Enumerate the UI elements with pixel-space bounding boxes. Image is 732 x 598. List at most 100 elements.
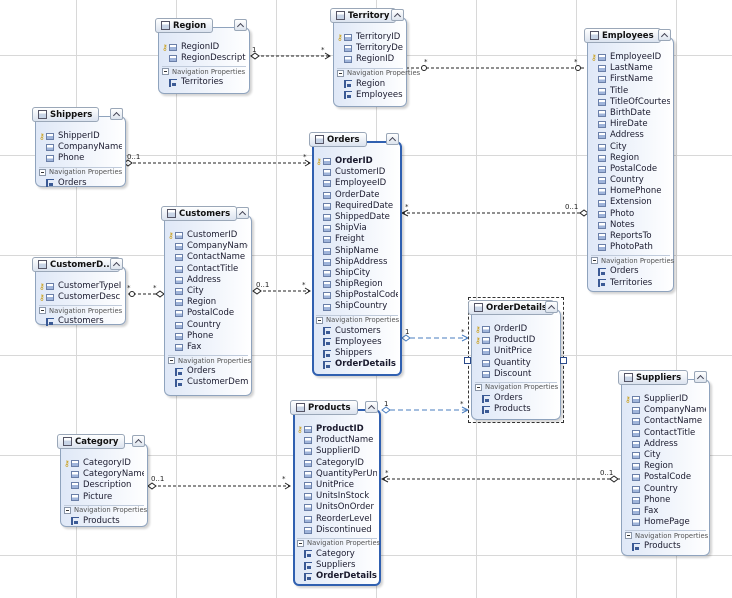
assoc-territory-employees[interactable]: * * <box>406 58 585 71</box>
collapse-minus-icon[interactable] <box>297 539 304 547</box>
property-orderid[interactable]: ⚷OrderID <box>475 324 557 335</box>
nav-property-category[interactable]: Category <box>297 549 377 560</box>
property-shippeddate[interactable]: ShippedDate <box>316 212 398 223</box>
collapse-chevron-icon[interactable] <box>658 29 671 41</box>
collapse-minus-icon[interactable] <box>337 69 344 77</box>
property-extension[interactable]: Extension <box>591 197 670 208</box>
property-quantityperunit[interactable]: QuantityPerUnit <box>297 469 377 480</box>
collapse-chevron-icon[interactable] <box>545 301 558 313</box>
property-region[interactable]: Region <box>625 461 706 472</box>
entity-header[interactable]: Products <box>290 400 358 415</box>
property-city[interactable]: City <box>591 142 670 153</box>
property-postalcode[interactable]: PostalCode <box>591 164 670 175</box>
collapse-minus-icon[interactable] <box>64 506 71 514</box>
property-companyname[interactable]: CompanyName <box>625 405 706 416</box>
nav-property-shippers[interactable]: Shippers <box>316 348 398 359</box>
property-photo[interactable]: Photo <box>591 209 670 220</box>
collapse-minus-icon[interactable] <box>625 532 632 540</box>
property-companyname[interactable]: CompanyName <box>168 241 248 252</box>
property-fax[interactable]: Fax <box>625 506 706 517</box>
property-postalcode[interactable]: PostalCode <box>168 308 248 319</box>
property-regiondescript[interactable]: RegionDescript... <box>162 53 246 64</box>
property-address[interactable]: Address <box>168 275 248 286</box>
collapse-chevron-icon[interactable] <box>236 207 249 219</box>
property-customerdesc[interactable]: ⚷CustomerDesc <box>39 292 122 303</box>
property-contactname[interactable]: ContactName <box>168 252 248 263</box>
property-orderdate[interactable]: OrderDate <box>316 190 398 201</box>
nav-property-orders[interactable]: Orders <box>168 366 248 377</box>
assoc-suppliers-products[interactable]: * 0..1 <box>380 469 620 483</box>
nav-property-employees[interactable]: Employees <box>316 337 398 348</box>
property-contacttitle[interactable]: ContactTitle <box>625 428 706 439</box>
navigation-properties-header[interactable]: Navigation Properties <box>591 255 674 265</box>
property-supplierid[interactable]: ⚷SupplierID <box>625 394 706 405</box>
property-region[interactable]: Region <box>591 153 670 164</box>
nav-property-territories[interactable]: Territories <box>162 77 246 88</box>
entity-header[interactable]: Category <box>57 434 126 449</box>
property-productname[interactable]: ProductName <box>297 435 377 446</box>
resize-handle-right[interactable] <box>560 357 567 364</box>
collapse-chevron-icon[interactable] <box>234 19 247 31</box>
property-orderid[interactable]: ⚷OrderID <box>316 156 398 167</box>
collapse-chevron-icon[interactable] <box>386 133 399 145</box>
property-regionid[interactable]: RegionID <box>337 54 403 65</box>
property-hiredate[interactable]: HireDate <box>591 119 670 130</box>
property-categoryname[interactable]: CategoryName <box>64 469 144 480</box>
property-contacttitle[interactable]: ContactTitle <box>168 264 248 275</box>
navigation-properties-header[interactable]: Navigation Properties <box>64 504 147 515</box>
property-discontinued[interactable]: Discontinued <box>297 525 377 536</box>
collapse-chevron-icon[interactable] <box>110 258 123 270</box>
property-discount[interactable]: Discount <box>475 369 557 380</box>
property-title[interactable]: Title <box>591 86 670 97</box>
property-territorydescri[interactable]: TerritoryDescri... <box>337 43 403 54</box>
navigation-properties-header[interactable]: Navigation Properties <box>475 381 558 392</box>
nav-property-products[interactable]: Products <box>625 541 706 552</box>
assoc-customerdemo-customers[interactable]: * * <box>127 284 165 298</box>
property-notes[interactable]: Notes <box>591 220 670 231</box>
property-postalcode[interactable]: PostalCode <box>625 472 706 483</box>
nav-property-territories[interactable]: Territories <box>591 278 670 289</box>
property-unitprice[interactable]: UnitPrice <box>297 480 377 491</box>
entity-region[interactable]: Region⚷RegionIDRegionDescript...Navigati… <box>155 18 250 94</box>
property-city[interactable]: City <box>625 450 706 461</box>
resize-handle-left[interactable] <box>464 357 471 364</box>
property-shipname[interactable]: ShipName <box>316 246 398 257</box>
property-unitprice[interactable]: UnitPrice <box>475 346 557 357</box>
entity-header[interactable]: Customers <box>161 206 238 221</box>
nav-property-orders[interactable]: Orders <box>591 266 670 277</box>
property-customertypeid[interactable]: ⚷CustomerTypeID <box>39 281 122 292</box>
property-quantity[interactable]: Quantity <box>475 358 557 369</box>
navigation-properties-header[interactable]: Navigation Properties <box>162 66 246 76</box>
navigation-properties-header[interactable]: Navigation Properties <box>337 67 420 78</box>
navigation-properties-header[interactable]: Navigation Properties <box>297 537 380 548</box>
nav-property-orders[interactable]: Orders <box>475 393 557 404</box>
entity-header[interactable]: CustomerD... <box>32 257 120 272</box>
property-freight[interactable]: Freight <box>316 234 398 245</box>
property-address[interactable]: Address <box>591 130 670 141</box>
assoc-category-products[interactable]: 0..1 * <box>147 475 291 490</box>
property-shipregion[interactable]: ShipRegion <box>316 279 398 290</box>
property-birthdate[interactable]: BirthDate <box>591 108 670 119</box>
collapse-minus-icon[interactable] <box>162 68 169 76</box>
collapse-minus-icon[interactable] <box>591 257 598 265</box>
collapse-chevron-icon[interactable] <box>365 401 378 413</box>
property-region[interactable]: Region <box>168 297 248 308</box>
nav-property-employees[interactable]: Employees <box>337 90 403 101</box>
property-phone[interactable]: Phone <box>168 331 248 342</box>
property-customerid[interactable]: CustomerID <box>316 167 398 178</box>
property-shipaddress[interactable]: ShipAddress <box>316 257 398 268</box>
nav-property-region[interactable]: Region <box>337 79 403 90</box>
assoc-shippers-orders[interactable]: 0..1 * <box>123 153 311 167</box>
nav-property-suppliers[interactable]: Suppliers <box>297 560 377 571</box>
navigation-properties-header[interactable]: Navigation Properties <box>39 166 122 177</box>
entity-customer-demographics[interactable]: CustomerD... ⚷CustomerTypeID⚷CustomerDesc… <box>32 257 126 326</box>
nav-property-orderdetails[interactable]: OrderDetails <box>316 359 398 370</box>
entity-header[interactable]: OrderDetails <box>468 300 554 315</box>
assoc-orders-orderdetails[interactable]: 1 * <box>401 328 470 342</box>
property-reorderlevel[interactable]: ReorderLevel <box>297 514 377 525</box>
nav-property-orders[interactable]: Orders <box>39 178 122 189</box>
collapse-minus-icon[interactable] <box>475 383 482 391</box>
